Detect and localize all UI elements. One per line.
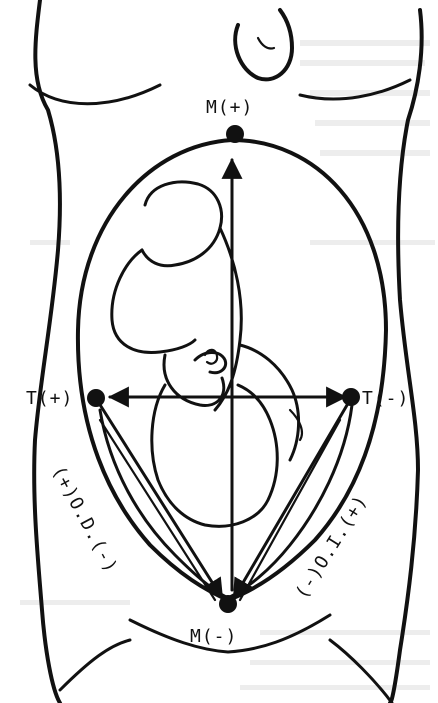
bottom-point-dot	[219, 595, 237, 613]
left-point-dot	[87, 389, 105, 407]
label-left: T(+)	[26, 388, 73, 409]
right-diagonal-line	[234, 400, 350, 598]
pubic-line-left	[60, 640, 130, 690]
fetal-leg	[240, 345, 299, 460]
fetal-head	[142, 182, 222, 266]
label-bottom: M(-)	[190, 626, 237, 647]
left-torso-side	[34, 0, 60, 703]
pubic-line-right	[330, 640, 392, 703]
label-right: T(-)	[362, 388, 409, 409]
top-point-dot	[226, 125, 244, 143]
right-point-dot	[342, 388, 360, 406]
left-lateral-line	[100, 420, 215, 600]
fetal-lower-body	[152, 385, 277, 526]
label-top: M(+)	[206, 97, 253, 118]
fetus	[112, 182, 302, 526]
left-breast-curve	[30, 85, 160, 104]
right-torso-side	[390, 10, 422, 703]
fetal-back	[215, 228, 241, 410]
fetal-upper-body	[112, 250, 195, 353]
label-right-diagonal: (-)O.I.(+)	[291, 491, 372, 603]
label-left-diagonal: (+)O.D.(-)	[48, 462, 122, 576]
fetal-foot	[290, 410, 302, 440]
belly-button-inner	[258, 38, 274, 49]
right-breast-curve	[300, 80, 410, 99]
